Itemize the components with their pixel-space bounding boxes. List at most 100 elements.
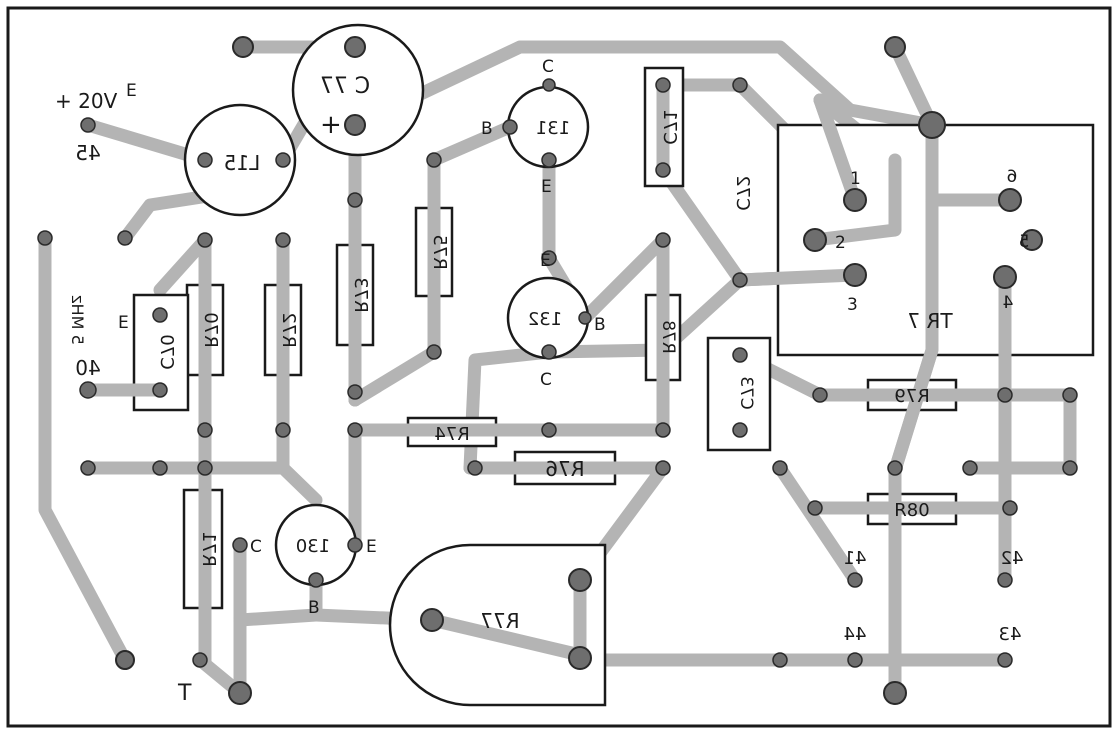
- label-tr7: TR 7: [907, 309, 953, 333]
- pad: [275, 152, 291, 168]
- pad: [847, 572, 863, 588]
- label-sup-e2: E: [118, 313, 129, 333]
- label-r72: R72: [278, 312, 299, 347]
- label-132-c: C: [540, 370, 552, 390]
- pad: [993, 265, 1017, 289]
- label-130-b: B: [308, 598, 320, 618]
- label-42: 42: [1001, 548, 1024, 569]
- pad: [1002, 500, 1018, 516]
- pad: [732, 422, 748, 438]
- pad: [843, 188, 867, 212]
- pad: [997, 652, 1013, 668]
- pad: [568, 568, 592, 592]
- labels: C 77 + + 20V E 45 L15 C71 C72 131 B C E …: [55, 57, 1029, 706]
- label-pin6: 6: [1007, 167, 1018, 187]
- pad: [344, 114, 366, 136]
- label-r75: R75: [429, 234, 450, 269]
- pad: [80, 460, 96, 476]
- pad: [997, 387, 1013, 403]
- label-132: 132: [528, 309, 562, 330]
- pad: [37, 230, 53, 246]
- label-r77: R77: [480, 609, 519, 633]
- pad: [732, 347, 748, 363]
- label-sup-e1: E: [126, 81, 137, 101]
- label-c73: C73: [736, 376, 756, 410]
- pad: [197, 232, 213, 248]
- pad: [420, 608, 444, 632]
- label-131-e: E: [541, 177, 552, 197]
- pads: [37, 36, 1078, 705]
- label-130-c: C: [250, 537, 262, 557]
- pad: [1062, 387, 1078, 403]
- label-pin3: 3: [847, 295, 858, 315]
- label-r76: R76: [545, 457, 584, 481]
- pad: [541, 152, 557, 168]
- pad: [80, 117, 96, 133]
- label-c70: C70: [156, 334, 177, 369]
- label-c72: C72: [732, 175, 753, 210]
- label-132-e: E: [540, 251, 551, 271]
- label-45: 45: [75, 141, 100, 165]
- pad: [197, 152, 213, 168]
- inductor-l15-outline: [183, 103, 297, 217]
- label-ground: T: [177, 681, 192, 706]
- pad: [275, 422, 291, 438]
- potentiometer-r77-outline: [388, 543, 607, 707]
- pad: [655, 232, 671, 248]
- pad: [883, 681, 907, 705]
- pad: [887, 460, 903, 476]
- pad: [197, 422, 213, 438]
- pad: [347, 192, 363, 208]
- pad: [1062, 460, 1078, 476]
- pad: [115, 650, 135, 670]
- label-c77: C 77: [320, 74, 370, 99]
- pad: [772, 460, 788, 476]
- label-5mhz: 5 MHz: [68, 295, 87, 345]
- label-131-c: C: [542, 57, 554, 77]
- pad: [152, 307, 168, 323]
- label-41: 41: [844, 548, 867, 569]
- pad: [308, 572, 324, 588]
- label-pin5: 5: [1019, 232, 1030, 252]
- pad: [884, 36, 906, 58]
- pad: [655, 422, 671, 438]
- pad: [962, 460, 978, 476]
- label-r74: R74: [434, 424, 469, 445]
- label-40: 40: [75, 356, 100, 380]
- pad: [843, 263, 867, 287]
- label-131: 131: [536, 118, 570, 139]
- pad: [152, 460, 168, 476]
- pad: [542, 78, 556, 92]
- label-r71: R71: [198, 531, 219, 566]
- pad: [655, 77, 671, 93]
- pad: [541, 250, 557, 266]
- pad: [997, 572, 1013, 588]
- pad: [232, 537, 248, 553]
- pad: [998, 188, 1022, 212]
- pad: [197, 460, 213, 476]
- pad: [732, 272, 748, 288]
- pad: [847, 652, 863, 668]
- label-r70: R70: [200, 312, 221, 347]
- pad: [117, 230, 133, 246]
- label-plus: +: [320, 110, 342, 140]
- pad: [1021, 229, 1043, 251]
- label-r73: R73: [350, 277, 371, 312]
- pad: [502, 119, 518, 135]
- pad: [344, 36, 366, 58]
- pad: [152, 382, 168, 398]
- label-l15: L15: [224, 151, 261, 175]
- label-pin2: 2: [835, 233, 846, 253]
- pad: [228, 681, 252, 705]
- label-44: 44: [844, 624, 867, 645]
- pad: [541, 344, 557, 360]
- label-130-e: E: [366, 537, 377, 557]
- pad: [232, 36, 254, 58]
- pad: [79, 381, 97, 399]
- label-r80: R80: [894, 500, 929, 521]
- label-131-b: B: [481, 119, 493, 139]
- pad: [655, 162, 671, 178]
- pad: [347, 537, 363, 553]
- pad: [347, 422, 363, 438]
- pad: [541, 422, 557, 438]
